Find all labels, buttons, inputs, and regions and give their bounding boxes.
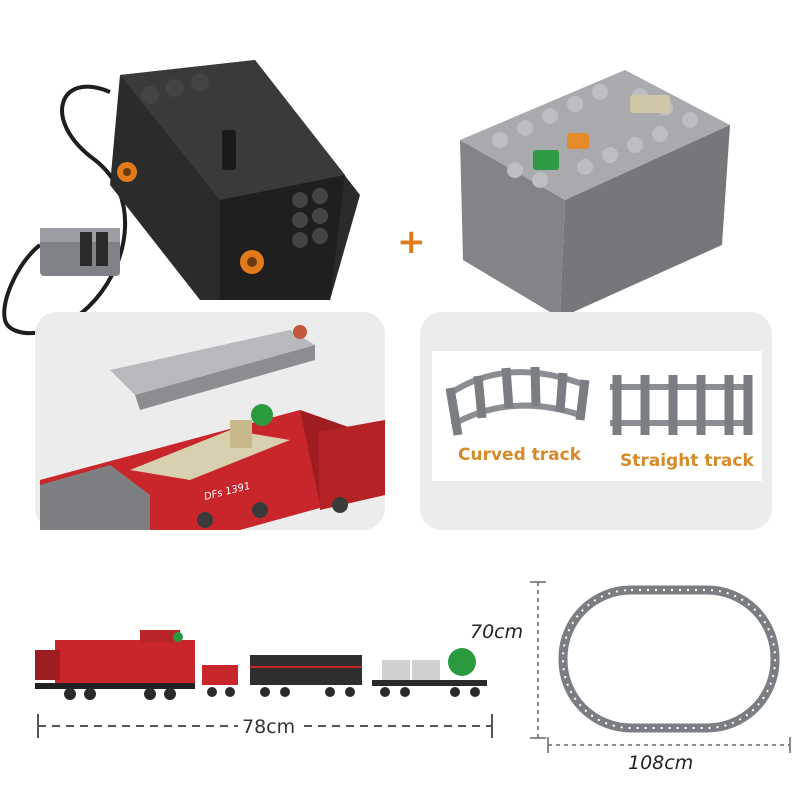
plus-sign: + — [397, 222, 426, 262]
loop-width-label: 108cm — [628, 752, 694, 774]
curved-track-label: Curved track — [458, 445, 582, 465]
straight-track-label: Straight track — [620, 451, 754, 471]
train-length-label: 78cm — [238, 716, 300, 738]
loop-height-label: 70cm — [470, 621, 524, 643]
tracks-inner-card — [432, 351, 762, 481]
